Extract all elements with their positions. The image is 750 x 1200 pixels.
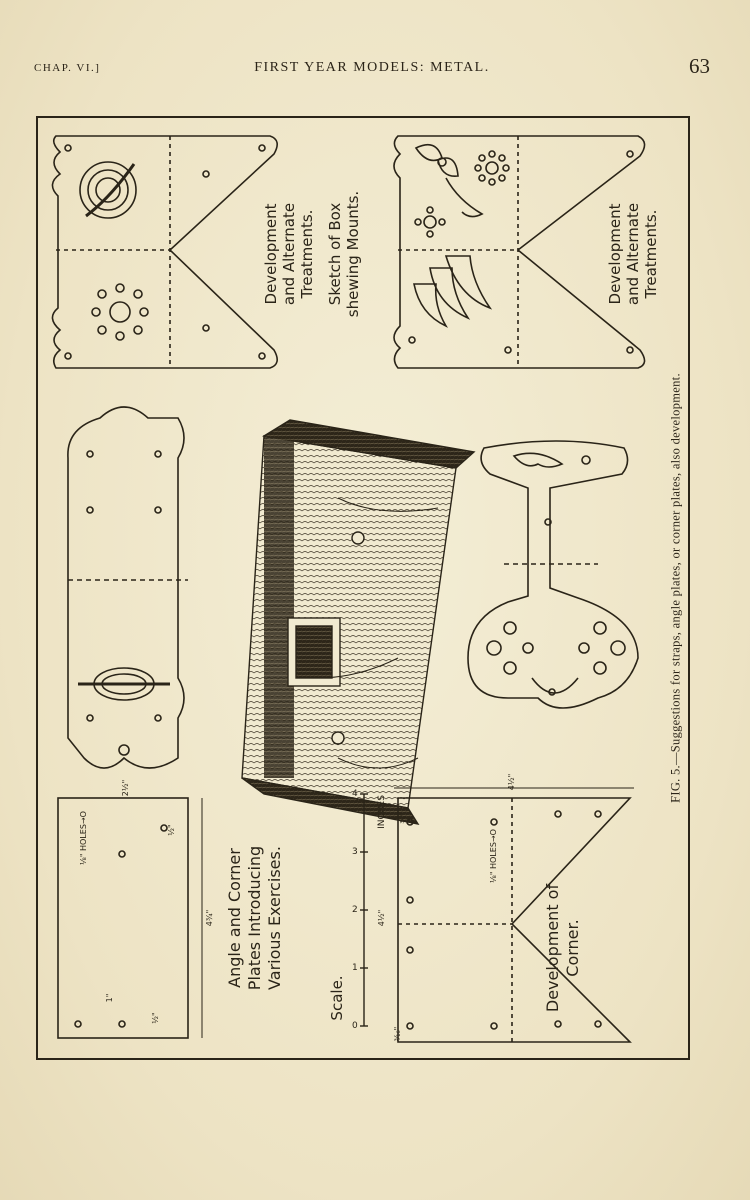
box-sketch [241, 419, 476, 825]
corner-plate-ornamental [393, 135, 646, 369]
corner-development [394, 787, 634, 1043]
chapter-label: CHAP. VI.] [34, 62, 101, 74]
dim-3-16: ³⁄₁₆" [393, 1027, 402, 1042]
dim-half-b: ½" [167, 824, 176, 835]
label-development-corner: Development of Corner. [543, 884, 582, 1013]
label-corner-bottom: Development and Alternate Treatments. [606, 203, 660, 305]
label-sketch: Sketch of Box shewing Mounts. [326, 191, 362, 317]
svg-text:Development: Development [606, 203, 624, 304]
svg-text:Treatments.: Treatments. [642, 210, 660, 300]
svg-text:Various Exercises.: Various Exercises. [265, 846, 284, 990]
page-header: CHAP. VI.] FIRST YEAR MODELS: METAL. 63 [34, 54, 710, 86]
scale-tick-1: 1 [352, 963, 358, 973]
dim-half: ½" [151, 1012, 160, 1023]
corner-plate-top [51, 135, 278, 369]
dim-4-75: 4¾" [205, 910, 214, 927]
svg-text:Treatments.: Treatments. [298, 210, 316, 300]
angle-plate-rect [57, 797, 203, 1039]
dim-2-5: 2½" [121, 780, 130, 797]
scale-label: Scale. [328, 975, 346, 1020]
strap-plain [67, 406, 188, 769]
figure-caption: FIG. 5.—Suggestions for straps, angle pl… [668, 373, 683, 803]
page-number: 63 [689, 54, 710, 78]
dim-1: 1" [105, 994, 114, 1003]
running-title: FIRST YEAR MODELS: METAL. [254, 60, 490, 75]
scale-tick-4: 4 [352, 789, 358, 799]
strap-ornamental [467, 440, 639, 709]
svg-text:Angle and Corner: Angle and Corner [225, 848, 244, 988]
scale-tick-0: 0 [352, 1021, 358, 1031]
dim-4-5-a: 4½" [377, 910, 386, 927]
label-corner-top: Development and Alternate Treatments. [262, 203, 316, 305]
scale-bar [360, 793, 368, 1027]
svg-text:Sketch of Box: Sketch of Box [326, 203, 344, 306]
scale-tick-2: 2 [352, 905, 358, 915]
caption-area: FIG. 5.—Suggestions for straps, angle pl… [664, 116, 688, 1060]
svg-text:shewing Mounts.: shewing Mounts. [344, 191, 362, 317]
svg-text:Plates Introducing: Plates Introducing [245, 846, 264, 990]
holes-note-bottom: ⅛" HOLES→O [489, 829, 498, 883]
figure-drawing: Development and Alternate Treatments. Sk… [51, 135, 660, 1043]
holes-note-top: ⅛" HOLES→O [79, 811, 88, 865]
svg-text:and Alternate: and Alternate [624, 203, 642, 305]
svg-text:Development of: Development of [543, 884, 562, 1013]
svg-text:Corner.: Corner. [563, 919, 582, 976]
svg-text:Development: Development [262, 203, 280, 304]
figure-plate: Development and Alternate Treatments. Sk… [36, 116, 690, 1060]
scale-units: INCHES [377, 795, 387, 829]
svg-text:and Alternate: and Alternate [280, 203, 298, 305]
scale-tick-3: 3 [352, 847, 358, 857]
dim-3-8: ⅜" [399, 812, 408, 823]
label-angle-plates: Angle and Corner Plates Introducing Vari… [225, 846, 284, 990]
dim-4-5-b: 4½" [507, 774, 516, 791]
